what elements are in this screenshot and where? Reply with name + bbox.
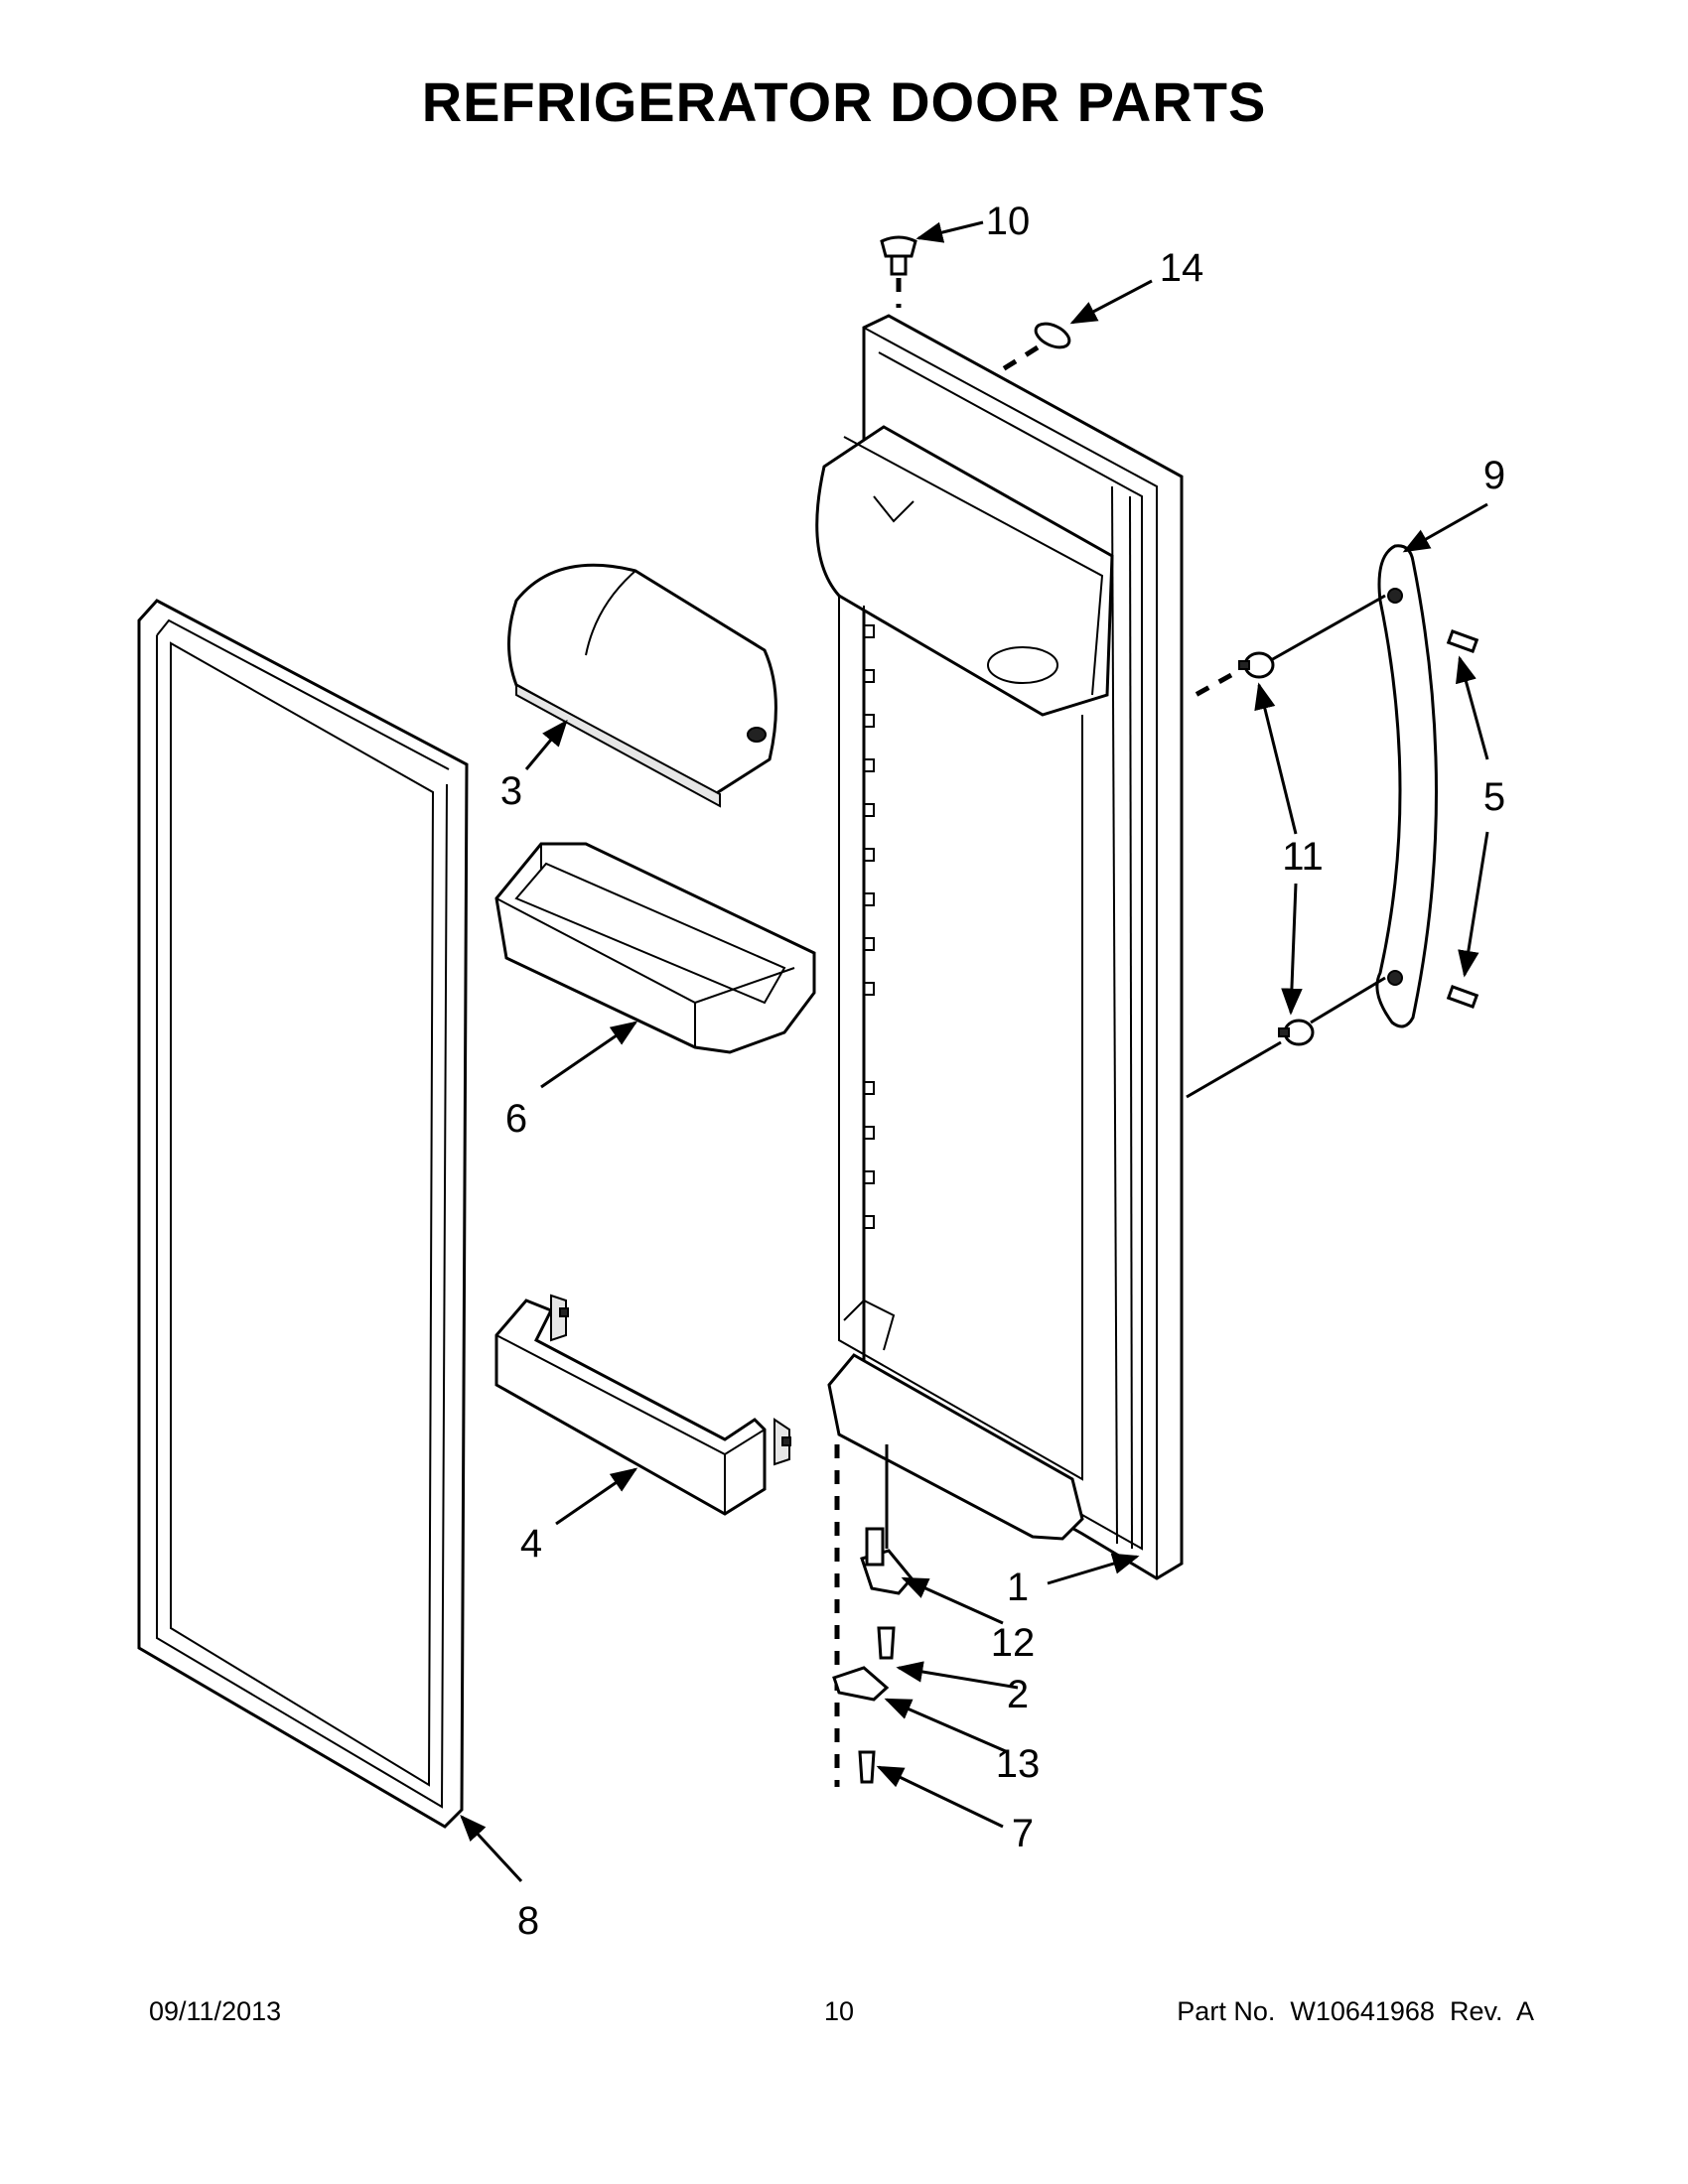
- footer-part-number: Part No. W10641968 Rev. A: [1177, 1996, 1534, 2026]
- callout-13: 13: [996, 1742, 1041, 1786]
- washer-ring: [1001, 322, 1071, 372]
- door-gasket: [137, 599, 469, 1829]
- handle-studs: [1185, 651, 1315, 1099]
- lower-hinge-parts: [832, 1444, 914, 1787]
- footer-date: 09/11/2013: [149, 1996, 281, 2026]
- door-bin: [494, 842, 816, 1054]
- callout-leaders: [460, 220, 1489, 1883]
- callout-3: 3: [500, 769, 522, 813]
- set-screws: [1446, 628, 1479, 1010]
- callout-5: 5: [1483, 775, 1505, 819]
- top-hinge-plug: [880, 235, 917, 308]
- callout-6: 6: [505, 1097, 527, 1141]
- door-assembly: [815, 314, 1184, 1580]
- callout-12: 12: [991, 1621, 1036, 1665]
- dairy-door: [507, 563, 777, 808]
- callout-9: 9: [1483, 454, 1505, 497]
- door-rail: [494, 1294, 791, 1516]
- footer-page-number: 10: [824, 1996, 854, 2026]
- callout-11: 11: [1282, 835, 1324, 879]
- callout-1: 1: [1007, 1566, 1029, 1609]
- callout-14: 14: [1160, 246, 1204, 290]
- callout-7: 7: [1012, 1812, 1034, 1855]
- callout-2: 2: [1007, 1673, 1029, 1716]
- door-handle: [1270, 544, 1438, 1028]
- callout-4: 4: [520, 1522, 542, 1566]
- page-title: REFRIGERATOR DOOR PARTS: [422, 70, 1267, 133]
- callout-8: 8: [517, 1899, 539, 1943]
- callout-10: 10: [986, 200, 1031, 243]
